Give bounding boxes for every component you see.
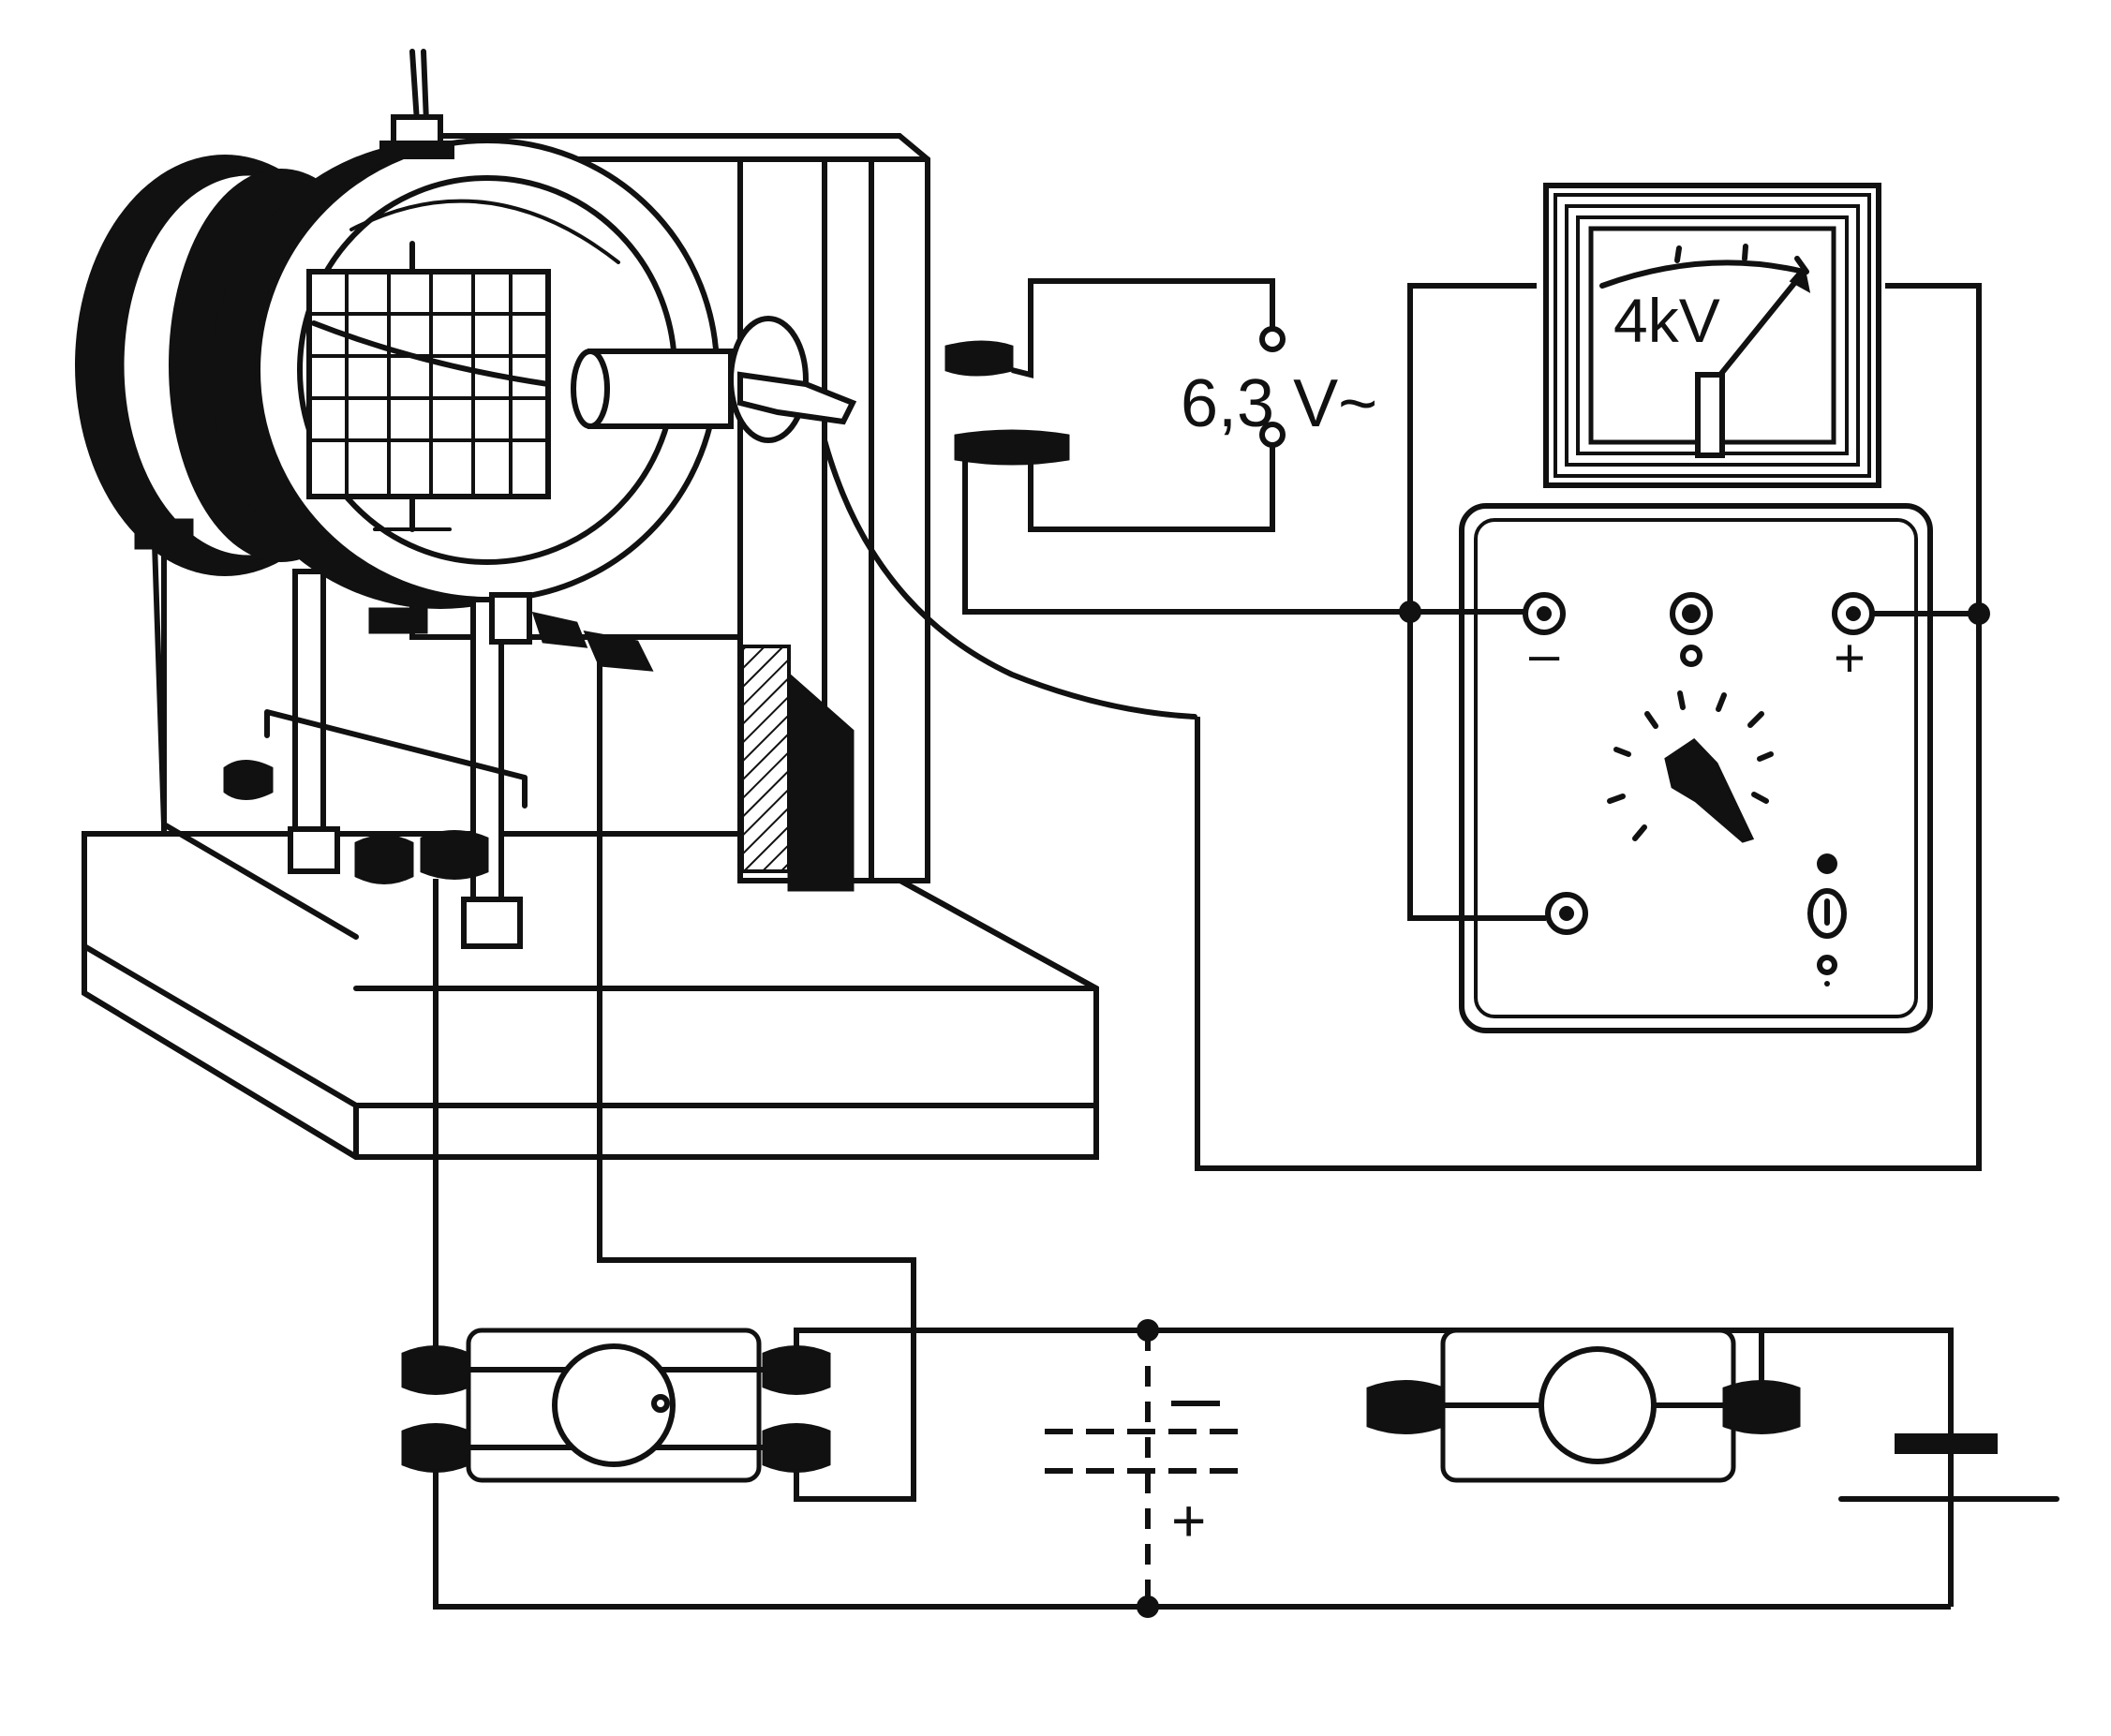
cell-battery (1838, 1330, 2059, 1607)
negative-terminal-label: – (1529, 624, 1560, 685)
battery-plus-label: + (1171, 1487, 1206, 1554)
meter-scale-label: 4kV (1613, 286, 1720, 355)
top-terminal-stem (379, 49, 454, 159)
heater-supply-6-3v: 6,3 V~ (1011, 278, 1377, 532)
positive-terminal-label: + (1834, 628, 1866, 689)
hv-meter: 4kV (1543, 183, 1881, 488)
hv-supply-unit: – + (1459, 503, 1933, 1033)
socket-ground[interactable] (1545, 892, 1588, 935)
tube-grid-screen (306, 241, 857, 532)
tube-apparatus (75, 49, 1197, 1160)
battery-minus-label: – (1171, 1402, 1177, 1413)
left-ammeter (401, 1328, 831, 1483)
heater-voltage-label: 6,3 V~ (1181, 366, 1377, 441)
power-switch[interactable] (1807, 853, 1847, 987)
right-ammeter (1366, 1328, 1801, 1483)
apparatus-base (82, 831, 1099, 1160)
dashed-battery: – + (1045, 1401, 1241, 1554)
voltage-knob[interactable] (1607, 690, 1774, 843)
socket-negative[interactable] (1523, 592, 1566, 635)
internal-wire (822, 438, 1197, 720)
socket-center[interactable] (1670, 592, 1713, 667)
socket-positive[interactable] (1832, 592, 1875, 635)
bottom-circuit: – + (401, 656, 2059, 1618)
hv-wiring (962, 283, 1990, 1171)
